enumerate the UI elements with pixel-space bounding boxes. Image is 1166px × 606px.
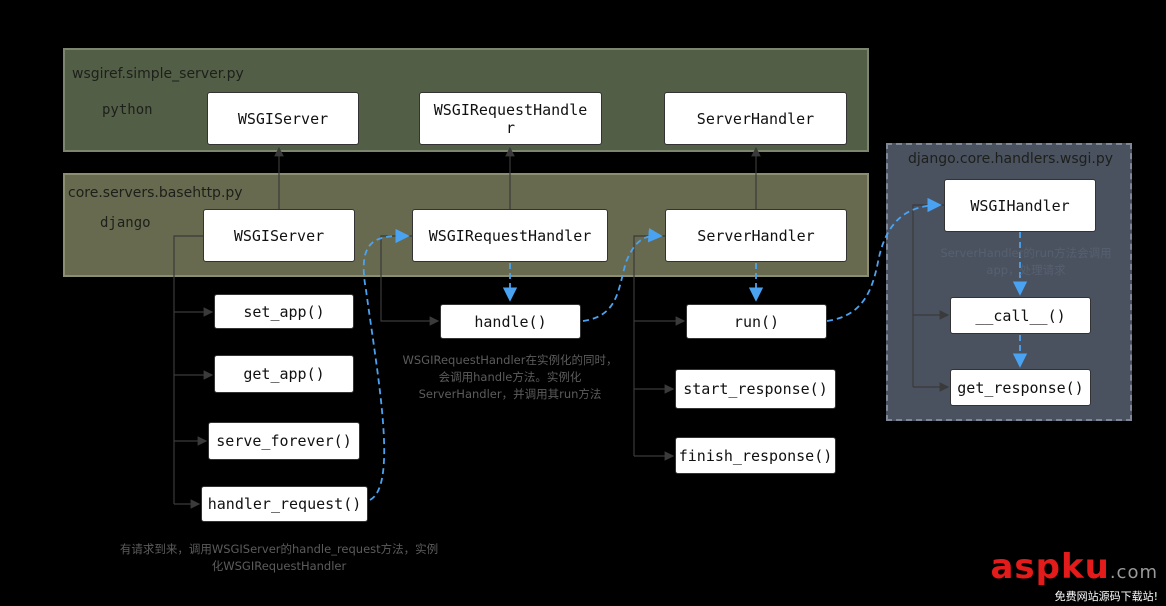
- watermark-brand: aspku: [990, 547, 1110, 587]
- python-serverhandler-node: ServerHandler: [664, 92, 847, 145]
- django-wsgiserver-node: WSGIServer: [203, 209, 355, 262]
- get-app-method-node: get_app(): [214, 355, 354, 393]
- watermark-tagline: 免费网站源码下载站!: [1054, 590, 1158, 603]
- flow-handle-to-serverhandler-edge: [582, 227, 663, 322]
- flow-request-to-handler-edge: [362, 228, 410, 501]
- flow-run-to-wsgihandler-edge: [826, 197, 942, 322]
- wsgihandler-node: WSGIHandler: [944, 179, 1096, 232]
- python-panel-label: python: [102, 102, 153, 118]
- aspku-watermark: aspku.com 免费网站源码下载站!: [990, 550, 1158, 603]
- wsgi-annotation: ServerHandler的run方法会调用app，处理请求: [940, 246, 1112, 277]
- handler-request-method-node: handler_request(): [201, 486, 368, 522]
- watermark-tld: .com: [1109, 562, 1158, 583]
- run-method-node: run(): [686, 304, 827, 339]
- serve-forever-method-node: serve_forever(): [208, 422, 360, 460]
- set-app-method-node: set_app(): [214, 294, 354, 329]
- python-panel-title: wsgiref.simple_server.py: [72, 66, 244, 82]
- django-panel-title: core.servers.basehttp.py: [68, 185, 243, 201]
- wsgi-panel-title: django.core.handlers.wsgi.py: [908, 151, 1114, 167]
- handle-method-node: handle(): [440, 304, 581, 339]
- request-annotation: 有请求到来，调用WSGIServer的handle_request方法，实例化W…: [119, 542, 439, 573]
- python-wsgiserver-node: WSGIServer: [207, 92, 359, 145]
- django-panel-label: django: [100, 215, 151, 231]
- get-response-method-node: get_response(): [950, 369, 1091, 406]
- django-wsgirequesthandler-node: WSGIRequestHandler: [412, 209, 608, 262]
- wsgihandler-trunk-edge: [912, 204, 944, 387]
- call-method-node: __call__(): [950, 297, 1091, 334]
- start-response-method-node: start_response(): [675, 369, 836, 409]
- django-serverhandler-node: ServerHandler: [665, 209, 847, 262]
- finish-response-method-node: finish_response(): [675, 437, 836, 474]
- serverhandler-trunk-edge: [633, 235, 665, 456]
- python-wsgirequesthandler-node: WSGIRequestHandle r: [419, 92, 602, 145]
- handle-annotation: WSGIRequestHandler在实例化的同时，会调用handle方法。实例…: [402, 353, 618, 401]
- wsgiserver-trunk-edge: [173, 235, 203, 504]
